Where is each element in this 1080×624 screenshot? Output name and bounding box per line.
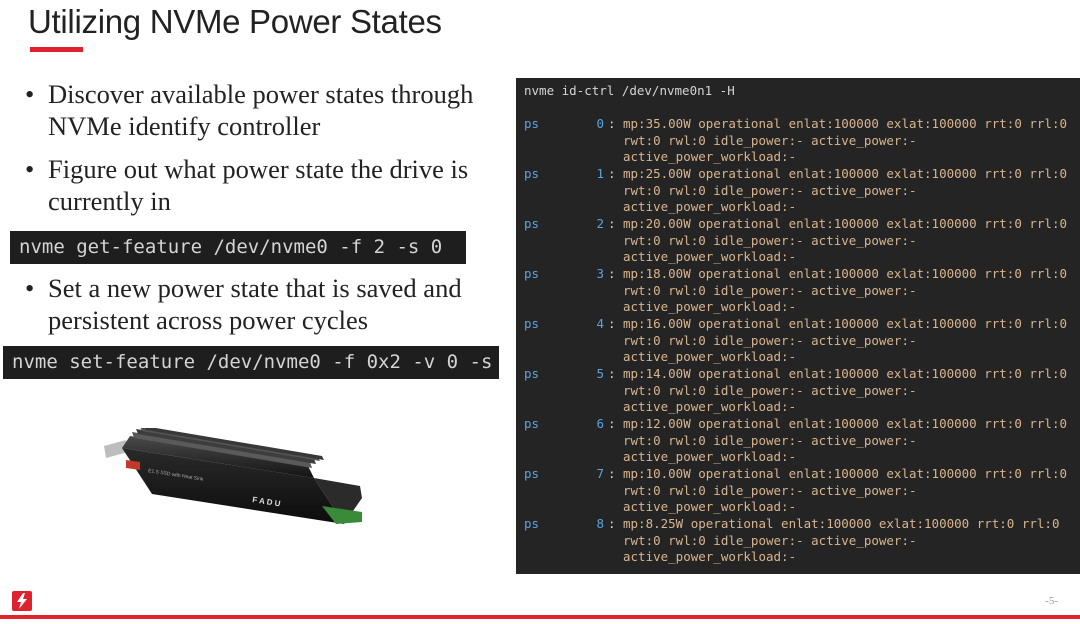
ps-label: ps bbox=[524, 266, 540, 281]
ps-separator: : bbox=[608, 366, 616, 381]
ps-label: ps bbox=[524, 116, 540, 131]
ps-details: mp:20.00W operational enlat:100000 exlat… bbox=[623, 216, 1068, 265]
bullet-item: • Discover available power states throug… bbox=[25, 78, 508, 142]
ssd-body bbox=[122, 448, 344, 524]
ps-separator: : bbox=[608, 516, 616, 531]
ps-index: 5 bbox=[596, 366, 604, 381]
bullet-dot: • bbox=[25, 79, 35, 109]
ps-index: 6 bbox=[596, 416, 604, 431]
ps-details: mp:25.00W operational enlat:100000 exlat… bbox=[623, 166, 1068, 215]
ps-separator: : bbox=[608, 216, 616, 231]
terminal-command: nvme id-ctrl /dev/nvme0n1 -H bbox=[524, 83, 735, 98]
bullet-item: • Figure out what power state the drive … bbox=[25, 153, 508, 217]
ps-separator: : bbox=[608, 116, 616, 131]
ps-label: ps bbox=[524, 516, 540, 531]
bottom-accent-bar bbox=[0, 615, 1080, 619]
ps-separator: : bbox=[608, 466, 616, 481]
ps-separator: : bbox=[608, 166, 616, 181]
ps-details: mp:35.00W operational enlat:100000 exlat… bbox=[623, 116, 1068, 165]
ps-separator: : bbox=[608, 266, 616, 281]
set-feature-command: nvme set-feature /dev/nvme0 -f 0x2 -v 0 … bbox=[3, 346, 499, 379]
ps-label: ps bbox=[524, 416, 540, 431]
ps-label: ps bbox=[524, 316, 540, 331]
ps-label: ps bbox=[524, 466, 540, 481]
bullet-text: Set a new power state that is saved and … bbox=[48, 273, 462, 335]
bullet-text: Figure out what power state the drive is… bbox=[48, 154, 469, 216]
ps-index: 0 bbox=[596, 116, 604, 131]
bullet-item: • Set a new power state that is saved an… bbox=[25, 272, 508, 336]
ps-index: 4 bbox=[596, 316, 604, 331]
bullet-dot: • bbox=[25, 154, 35, 184]
terminal-output: nvme id-ctrl /dev/nvme0n1 -H ps 0: mp:35.0… bbox=[516, 78, 1080, 574]
get-feature-command: nvme get-feature /dev/nvme0 -f 2 -s 0 bbox=[10, 231, 466, 264]
heatsink-fins bbox=[122, 428, 324, 478]
ps-index: 2 bbox=[596, 216, 604, 231]
ssd-label-sticker bbox=[126, 460, 140, 470]
ssd-brand-text: F A D U bbox=[252, 495, 282, 508]
ps-details: mp:16.00W operational enlat:100000 exlat… bbox=[623, 316, 1068, 365]
ps-label: ps bbox=[524, 166, 540, 181]
slide-title: Utilizing NVMe Power States bbox=[28, 3, 442, 40]
page-number: -5- bbox=[1045, 595, 1058, 607]
ssd-heatsink-image: E1.S SSD with Heat Sink F A D U bbox=[104, 428, 362, 524]
ps-label: ps bbox=[524, 366, 540, 381]
ps-index: 7 bbox=[596, 466, 604, 481]
title-underline bbox=[30, 47, 83, 52]
ps-index: 3 bbox=[596, 266, 604, 281]
ps-separator: : bbox=[608, 416, 616, 431]
ps-details: mp:18.00W operational enlat:100000 exlat… bbox=[623, 266, 1068, 315]
ps-index: 1 bbox=[596, 166, 604, 181]
ps-details: mp:12.00W operational enlat:100000 exlat… bbox=[623, 416, 1068, 465]
fadu-logo-icon bbox=[12, 591, 32, 611]
ps-separator: : bbox=[608, 316, 616, 331]
ps-details: mp:10.00W operational enlat:100000 exlat… bbox=[623, 466, 1068, 515]
bullet-dot: • bbox=[25, 273, 35, 303]
ps-index: 8 bbox=[596, 516, 604, 531]
ssd-connector bbox=[322, 506, 362, 524]
ps-label: ps bbox=[524, 216, 540, 231]
ps-details: mp:8.25W operational enlat:100000 exlat:… bbox=[623, 516, 1060, 565]
ps-details: mp:14.00W operational enlat:100000 exlat… bbox=[623, 366, 1068, 415]
ssd-latch bbox=[104, 440, 128, 458]
bullet-text: Discover available power states through … bbox=[48, 79, 474, 141]
